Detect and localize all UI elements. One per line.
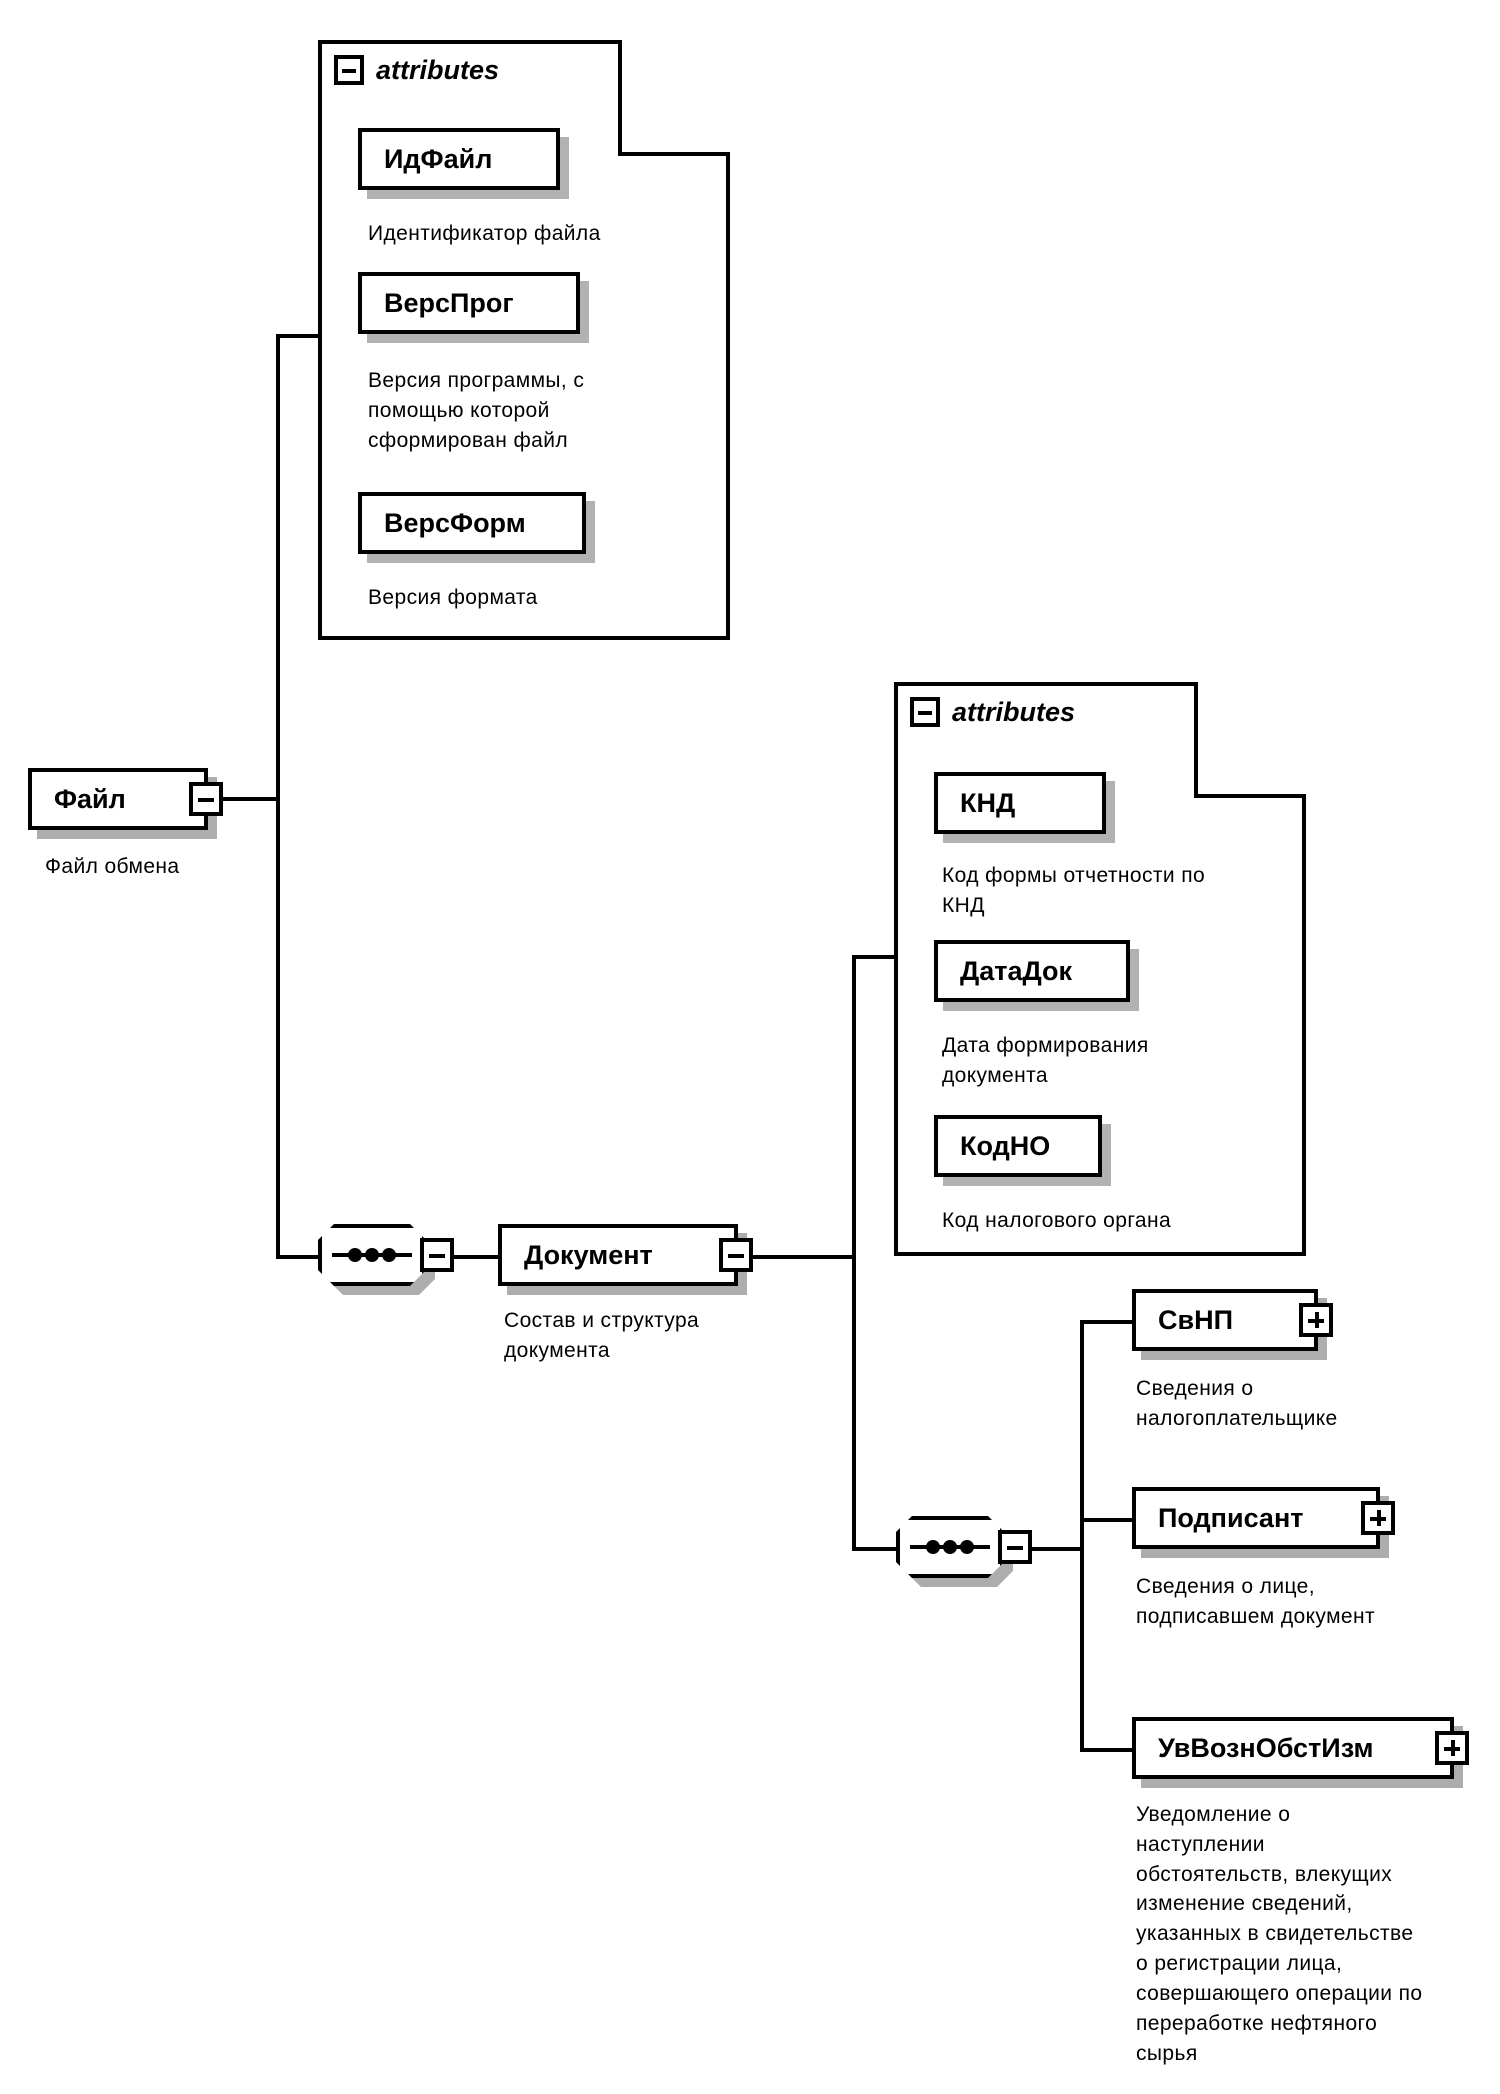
attribute-caption-knd: Код формы отчетности по КНД bbox=[942, 864, 1206, 917]
attribute-caption-versprog: Версия программы, с помощью которой сфор… bbox=[368, 369, 585, 452]
minus-toggle-icon[interactable] bbox=[910, 697, 940, 727]
attribute-caption-idfile: Идентификатор файла bbox=[368, 222, 601, 245]
element-caption-uvvoznobstizm: Уведомление о наступлении обстоятельств,… bbox=[1136, 1803, 1423, 2065]
attribute-caption-kodno: Код налогового органа bbox=[942, 1209, 1172, 1232]
connector-line bbox=[852, 1547, 896, 1551]
minus-toggle-icon[interactable] bbox=[334, 55, 364, 85]
attribute-node-versprog[interactable]: ВерсПрог bbox=[358, 272, 580, 334]
element-caption-podpisant: Сведения о лице, подписавшем документ bbox=[1136, 1575, 1376, 1628]
sequence-connector-document[interactable] bbox=[318, 1224, 458, 1296]
element-node-label: УвВознОбстИзм bbox=[1158, 1732, 1374, 1763]
connector-line bbox=[852, 955, 896, 959]
connector-line bbox=[1032, 1547, 1084, 1551]
sequence-dot bbox=[382, 1248, 396, 1262]
element-node-label: Документ bbox=[524, 1239, 653, 1270]
element-node-label: СвНП bbox=[1158, 1304, 1234, 1335]
connector-line bbox=[276, 334, 322, 338]
sequence-connector-document-children[interactable] bbox=[896, 1516, 1036, 1588]
connector-line bbox=[1080, 1518, 1136, 1522]
attributes-group-2-frame bbox=[894, 682, 1306, 1256]
attribute-node-label: ВерсПрог bbox=[384, 287, 514, 318]
connector-line bbox=[276, 1255, 320, 1259]
minus-toggle-icon[interactable] bbox=[420, 1238, 454, 1272]
connector-line bbox=[222, 797, 280, 801]
element-node-svnp[interactable]: СвНП bbox=[1132, 1289, 1333, 1351]
element-node-label: Файл bbox=[54, 783, 126, 814]
attribute-node-label: ДатаДок bbox=[960, 955, 1073, 986]
attributes-group-2-header[interactable]: attributes bbox=[910, 697, 1075, 727]
attributes-group-1-header[interactable]: attributes bbox=[334, 55, 499, 85]
minus-toggle-icon[interactable] bbox=[189, 782, 223, 816]
attribute-node-kodno[interactable]: КодНО bbox=[934, 1115, 1102, 1177]
attribute-node-knd[interactable]: КНД bbox=[934, 772, 1106, 834]
attribute-node-label: ИдФайл bbox=[384, 143, 493, 174]
attribute-caption-datadok: Дата формирования документа bbox=[942, 1034, 1149, 1087]
sequence-dot bbox=[926, 1540, 940, 1554]
attribute-node-versform[interactable]: ВерсФорм bbox=[358, 492, 586, 554]
minus-toggle-icon[interactable] bbox=[719, 1238, 753, 1272]
connector-line bbox=[276, 334, 280, 1259]
connector-line bbox=[1080, 1320, 1136, 1324]
sequence-dot bbox=[943, 1540, 957, 1554]
attribute-caption-versform: Версия формата bbox=[368, 586, 538, 609]
sequence-dot bbox=[960, 1540, 974, 1554]
element-node-fail[interactable]: Файл bbox=[28, 768, 223, 830]
element-caption-fail: Файл обмена bbox=[45, 855, 180, 878]
plus-toggle-icon[interactable] bbox=[1299, 1303, 1333, 1337]
attribute-node-idfile[interactable]: ИдФайл bbox=[358, 128, 560, 190]
attribute-node-label: ВерсФорм bbox=[384, 507, 526, 538]
element-node-dokument[interactable]: Документ bbox=[498, 1224, 753, 1286]
element-caption-dokument: Состав и структура документа bbox=[504, 1309, 700, 1362]
sequence-dot bbox=[365, 1248, 379, 1262]
attributes-label: attributes bbox=[376, 54, 500, 85]
connector-line bbox=[1080, 1748, 1136, 1752]
element-node-uvvoznobstizm[interactable]: УвВознОбстИзм bbox=[1132, 1717, 1469, 1779]
attributes-group-1-frame bbox=[318, 40, 730, 640]
attribute-node-datadok[interactable]: ДатаДок bbox=[934, 940, 1130, 1002]
attributes-label: attributes bbox=[952, 696, 1076, 727]
connector-line bbox=[1080, 1320, 1084, 1752]
plus-toggle-icon[interactable] bbox=[1361, 1501, 1395, 1535]
element-caption-svnp: Сведения о налогоплательщике bbox=[1136, 1377, 1338, 1430]
element-node-label: Подписант bbox=[1158, 1502, 1304, 1533]
minus-toggle-icon[interactable] bbox=[998, 1530, 1032, 1564]
sequence-dot bbox=[348, 1248, 362, 1262]
attribute-node-label: КНД bbox=[960, 787, 1016, 818]
element-node-podpisant[interactable]: Подписант bbox=[1132, 1487, 1395, 1549]
connector-line bbox=[752, 1255, 856, 1259]
attribute-node-label: КодНО bbox=[960, 1130, 1051, 1161]
connector-line bbox=[852, 955, 856, 1551]
plus-toggle-icon[interactable] bbox=[1435, 1731, 1469, 1765]
connector-line bbox=[454, 1255, 500, 1259]
